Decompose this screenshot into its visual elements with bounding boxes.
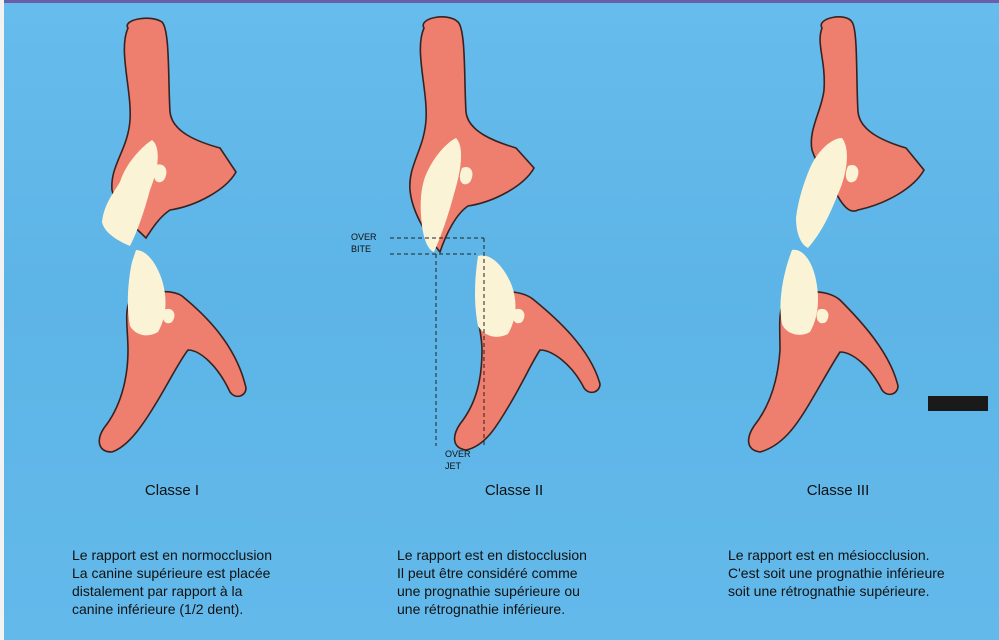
class-1-label: Classe I — [92, 482, 252, 499]
class-1-upper-jaw — [102, 18, 236, 246]
class-3-upper-jaw — [796, 17, 924, 248]
class-3-lower-jaw — [749, 250, 898, 452]
overjet-label: OVER JET — [445, 448, 471, 472]
class-2-lower-jaw — [455, 255, 600, 450]
class-3-label: Classe III — [758, 482, 918, 499]
class-1-description: Le rapport est en normocclusion La canin… — [72, 546, 322, 618]
class-3-description: Le rapport est en mésiocclusion. C'est s… — [728, 546, 996, 600]
overbite-label: OVER BITE — [351, 231, 377, 255]
class-1-lower-jaw — [99, 250, 246, 452]
redaction-mark — [928, 396, 988, 411]
class-2-description: Le rapport est en distocclusion Il peut … — [397, 546, 657, 618]
class-2-upper-jaw — [410, 17, 534, 252]
class-2-label: Classe II — [434, 482, 594, 499]
